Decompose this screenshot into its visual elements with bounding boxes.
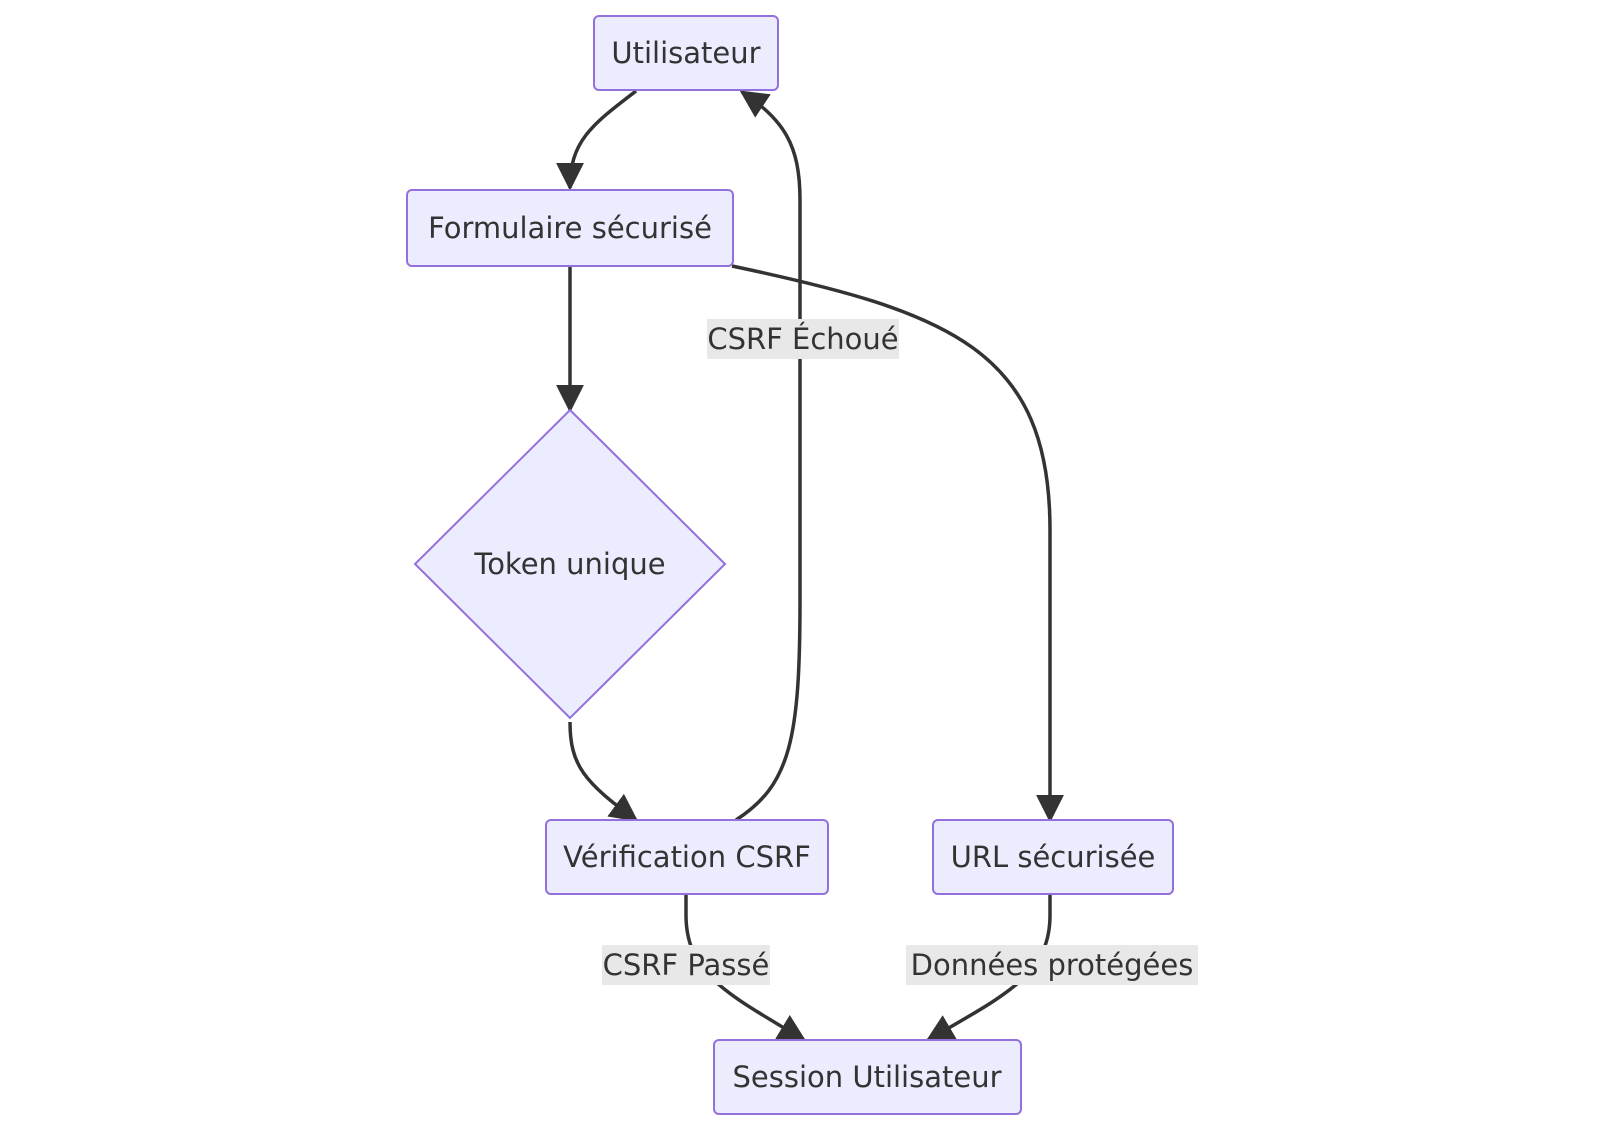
edge-label-csrf-echoue-text: CSRF Échoué <box>707 322 898 356</box>
node-formulaire-securise: Formulaire sécurisé <box>406 189 734 267</box>
edge-label-csrf-passe: CSRF Passé <box>602 945 770 985</box>
node-verification-csrf-label: Vérification CSRF <box>563 840 811 874</box>
edge-label-csrf-echoue: CSRF Échoué <box>707 319 899 359</box>
edge-token-verification <box>568 721 639 822</box>
node-utilisateur: Utilisateur <box>593 15 779 91</box>
node-token-unique-label: Token unique <box>473 547 665 581</box>
edge-verification-utilisateur <box>735 90 802 822</box>
node-url-securisee: URL sécurisée <box>932 819 1174 895</box>
node-formulaire-securise-label: Formulaire sécurisé <box>428 211 712 245</box>
edge-utilisateur-formulaire <box>556 89 638 191</box>
node-session-utilisateur-label: Session Utilisateur <box>732 1060 1001 1094</box>
node-utilisateur-label: Utilisateur <box>611 36 760 70</box>
edge-formulaire-url <box>731 264 1064 823</box>
node-verification-csrf: Vérification CSRF <box>545 819 829 895</box>
node-token-unique: Token unique <box>413 408 727 720</box>
edge-label-donnees-protegees: Données protégées <box>906 945 1198 985</box>
edge-label-donnees-protegees-text: Données protégées <box>911 948 1194 982</box>
node-session-utilisateur: Session Utilisateur <box>713 1039 1022 1115</box>
node-url-securisee-label: URL sécurisée <box>951 840 1156 874</box>
edge-label-csrf-passe-text: CSRF Passé <box>603 948 770 982</box>
